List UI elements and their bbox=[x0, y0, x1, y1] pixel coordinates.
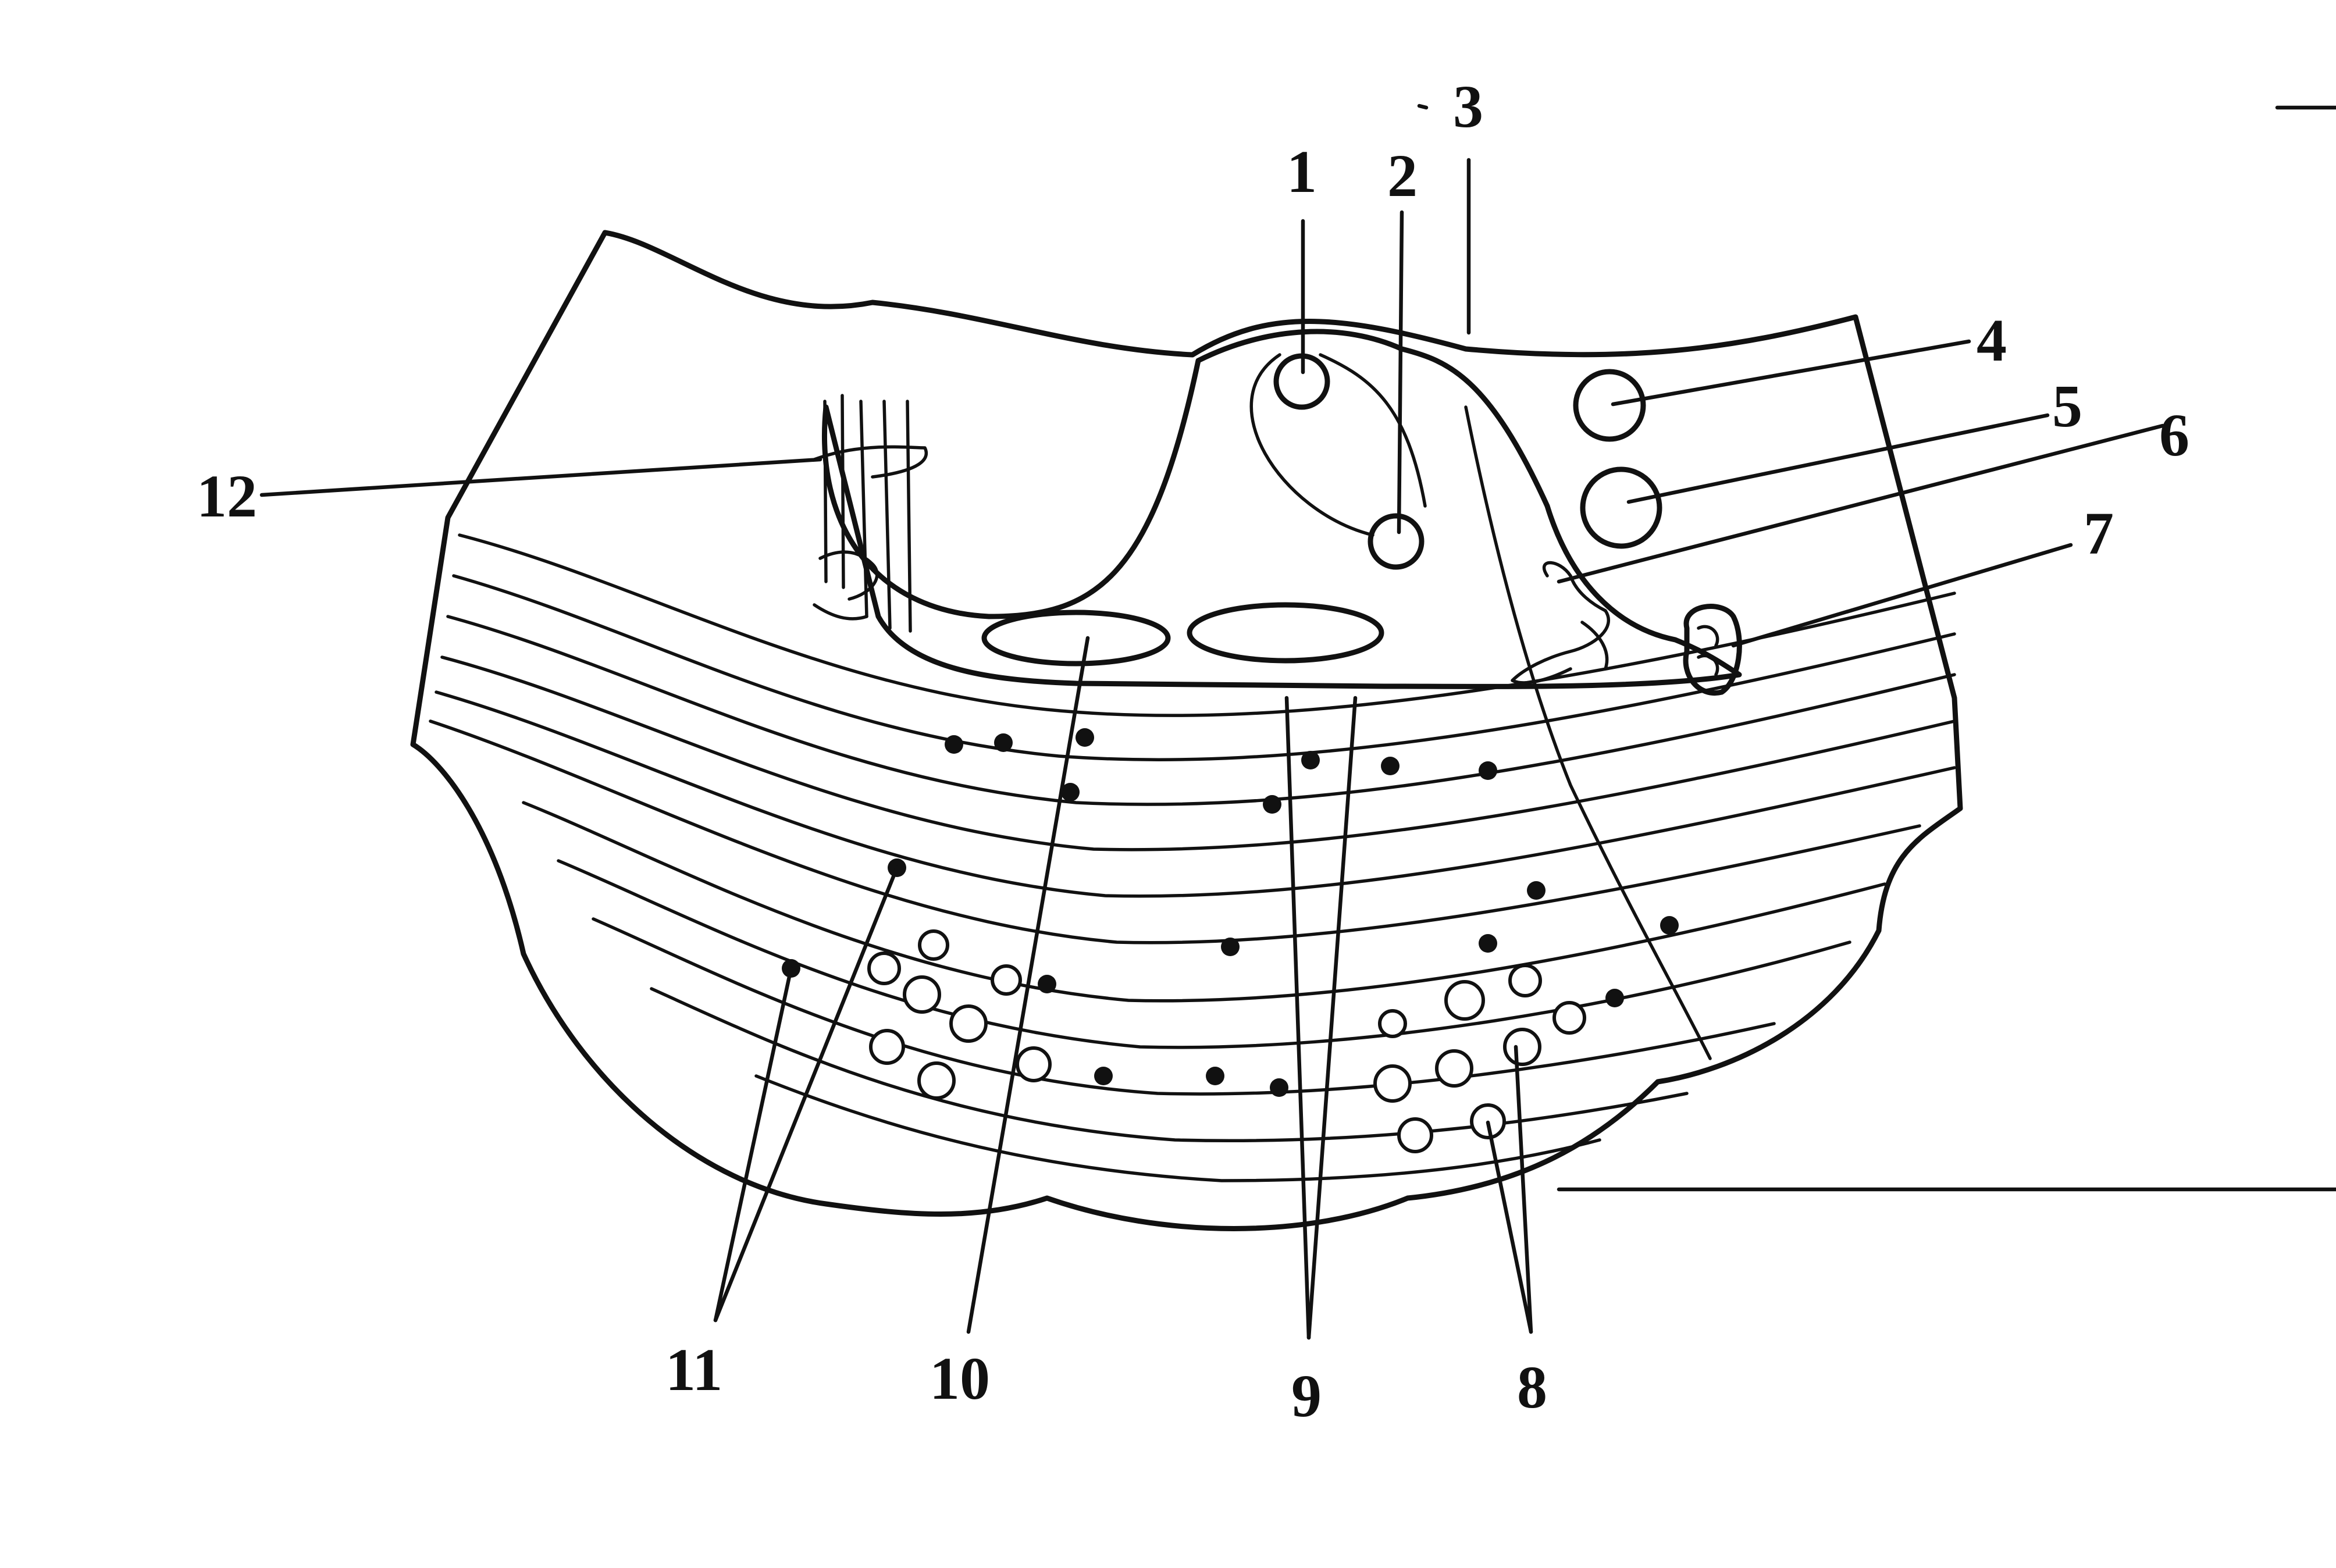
ligament-12 bbox=[813, 394, 928, 633]
vessel-4 bbox=[1573, 369, 1646, 442]
label-7: 7 bbox=[2084, 500, 2114, 567]
ring-bundles bbox=[867, 929, 1586, 1153]
vessel-5 bbox=[1580, 466, 1662, 549]
label-11: 11 bbox=[665, 1337, 722, 1403]
knot-6 bbox=[1511, 561, 1611, 685]
left-lens-body bbox=[981, 610, 1171, 667]
label-2: 2 bbox=[1387, 142, 1418, 209]
section-outline bbox=[410, 230, 1963, 1231]
fibre-lines bbox=[429, 533, 1956, 1182]
label-1: 1 bbox=[1287, 138, 1317, 205]
knot-7-inner bbox=[1697, 625, 1719, 676]
label-10: 10 bbox=[930, 1345, 990, 1412]
label-6: 6 bbox=[2159, 402, 2189, 469]
loop-1-2 bbox=[1249, 353, 1427, 537]
fibre-endings bbox=[782, 728, 1679, 1097]
divider-line bbox=[1464, 405, 1712, 1060]
vessel-2 bbox=[1368, 513, 1425, 570]
label-8: 8 bbox=[1517, 1354, 1547, 1421]
label-12: 12 bbox=[197, 463, 257, 530]
knot-7 bbox=[1683, 604, 1742, 696]
label-4: 4 bbox=[1977, 307, 2007, 374]
label-3: 3 bbox=[1453, 73, 1483, 140]
label-5: 5 bbox=[2052, 373, 2082, 440]
label-9: 9 bbox=[1291, 1363, 1322, 1430]
right-lens-body bbox=[1187, 602, 1384, 664]
leader-lines bbox=[259, 104, 2336, 1340]
